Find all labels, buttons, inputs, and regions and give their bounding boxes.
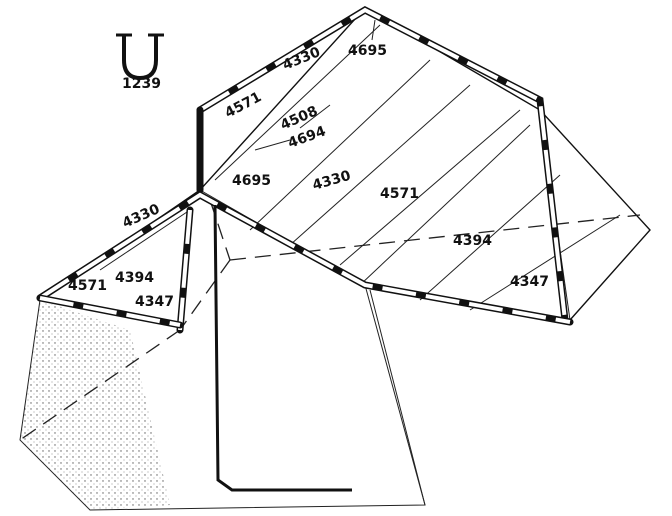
roof-hatching bbox=[79, 24, 621, 311]
hidden-lines bbox=[19, 199, 641, 441]
part-labels: 1239 4330 4695 4571 4508 4694 4695 4330 … bbox=[68, 43, 549, 310]
u-bolt-icon bbox=[116, 33, 164, 81]
label-1239: 1239 bbox=[122, 76, 161, 92]
label-4394-left: 4394 bbox=[115, 270, 154, 286]
label-4330-center: 4330 bbox=[311, 168, 353, 194]
label-4347-right: 4347 bbox=[510, 274, 549, 290]
frame-poles bbox=[36, 5, 574, 334]
leader-lines bbox=[254, 19, 376, 151]
left-wall-shading bbox=[20, 300, 170, 510]
label-4571-right: 4571 bbox=[380, 186, 419, 202]
label-4571-left: 4571 bbox=[68, 278, 107, 294]
label-4347-left: 4347 bbox=[135, 294, 174, 310]
label-4695-center: 4695 bbox=[232, 173, 271, 189]
label-4695-top: 4695 bbox=[348, 43, 387, 59]
label-4394-right: 4394 bbox=[453, 233, 492, 249]
center-support-rod bbox=[213, 204, 352, 492]
